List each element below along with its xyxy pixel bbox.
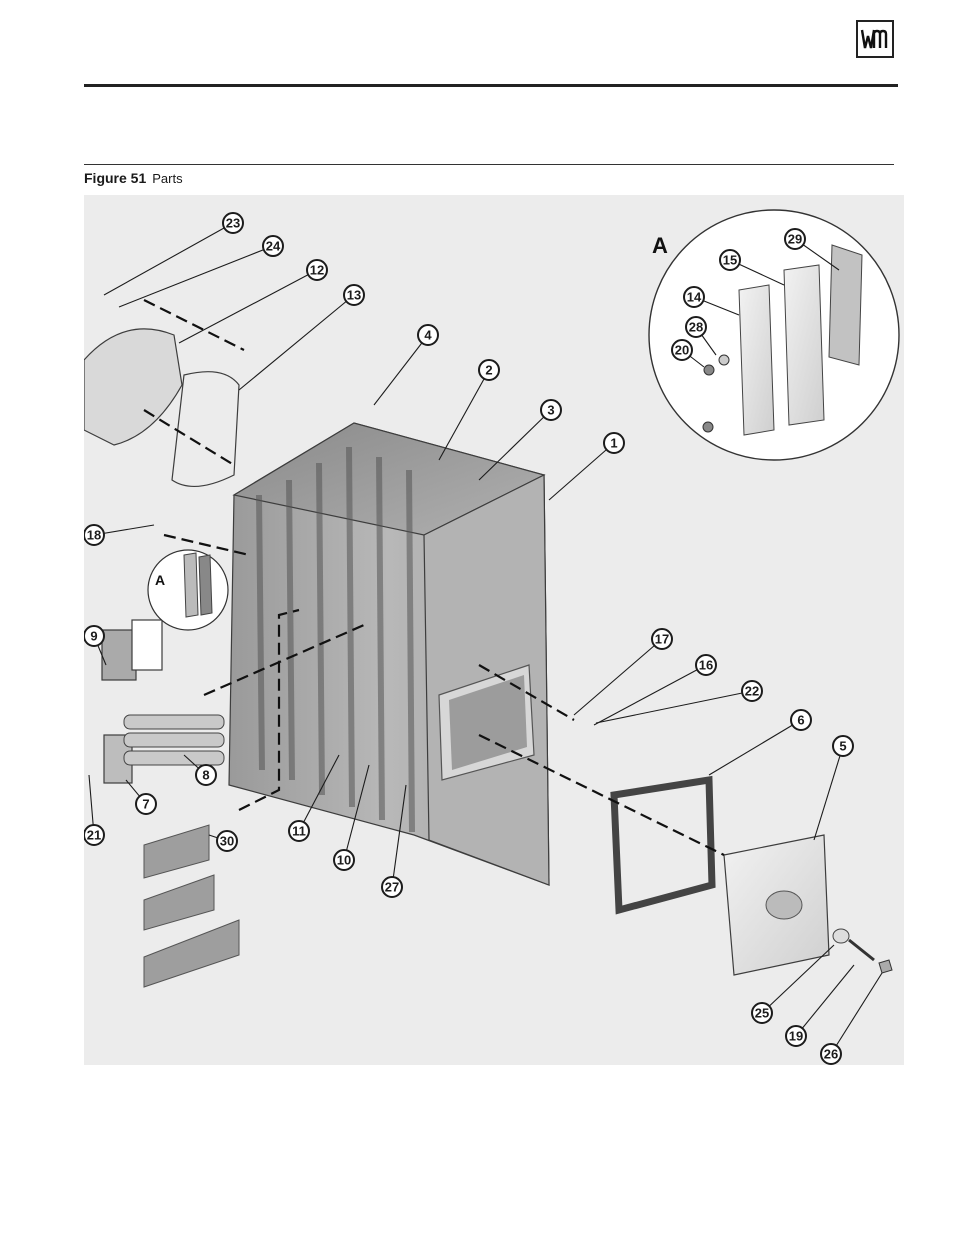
callout-29: 29 [785,229,805,249]
callout-20: 20 [672,340,692,360]
callout-22: 22 [742,681,762,701]
callout-28: 28 [686,317,706,337]
callout-number: 14 [687,290,702,305]
callout-number: 10 [337,853,351,868]
callout-24: 24 [263,236,283,256]
callout-26: 26 [821,1044,841,1064]
callout-21: 21 [84,825,104,845]
callout-number: 24 [266,239,281,254]
callout-number: 6 [797,713,804,728]
callout-number: 23 [226,216,240,231]
callout-number: 4 [424,328,432,343]
callout-leader [814,746,843,840]
callout-number: 21 [87,828,101,843]
callout-number: 12 [310,263,324,278]
exploded-view-drawing: A A 123456789101112131415161718192021222… [84,195,904,1065]
figure-rule [84,164,894,165]
callout-27: 27 [382,877,402,897]
callout-number: 2 [485,363,492,378]
callout-leader [239,295,354,390]
callout-leader [574,639,662,715]
callout-1: 1 [604,433,624,453]
callout-number: 29 [788,232,802,247]
logo-mark-icon [858,22,892,56]
callout-number: 20 [675,343,689,358]
callout-leader [104,223,233,295]
callout-18: 18 [84,525,104,545]
callout-12: 12 [307,260,327,280]
callout-number: 27 [385,880,399,895]
callout-number: 8 [202,768,209,783]
header-rule [84,84,898,87]
figure-title: Parts [152,171,182,186]
callout-leader [549,443,614,500]
callout-13: 13 [344,285,364,305]
callout-number: 9 [90,629,97,644]
callout-number: 26 [824,1047,838,1062]
callout-leader [709,720,801,775]
callout-leader [374,335,428,405]
callout-5: 5 [833,736,853,756]
heat-exchanger-body [229,423,549,885]
callout-14: 14 [684,287,704,307]
callout-6: 6 [791,710,811,730]
callout-2: 2 [479,360,499,380]
detail-a-small-label: A [155,572,165,588]
callout-leader [179,270,317,343]
detail-a-small: A [148,550,228,630]
callout-19: 19 [786,1026,806,1046]
detail-a-large: A [649,210,899,460]
callout-9: 9 [84,626,104,646]
callout-leader [594,665,706,725]
callout-number: 13 [347,288,361,303]
callout-leader [796,965,854,1036]
callout-23: 23 [223,213,243,233]
figure-number: Figure 51 [84,170,146,186]
callout-leader [439,370,489,460]
callout-number: 25 [755,1006,769,1021]
callout-leader [119,246,273,307]
callout-11: 11 [289,821,309,841]
callout-4: 4 [418,325,438,345]
flue-collector-parts [614,780,892,975]
callout-17: 17 [652,629,672,649]
callout-number: 7 [142,797,149,812]
callout-leader [831,973,882,1054]
detail-a-label: A [652,233,668,258]
callout-number: 17 [655,632,669,647]
callout-leader [596,691,752,723]
figure-caption: Figure 51 Parts [84,170,183,186]
callout-number: 5 [839,739,846,754]
callout-25: 25 [752,1003,772,1023]
callout-16: 16 [696,655,716,675]
callout-10: 10 [334,850,354,870]
callout-number: 19 [789,1029,803,1044]
callout-number: 28 [689,320,703,335]
callout-30: 30 [217,831,237,851]
callout-number: 15 [723,253,737,268]
callout-number: 1 [610,436,617,451]
front-panel-parts [84,329,239,783]
callout-3: 3 [541,400,561,420]
callout-8: 8 [196,765,216,785]
callout-number: 22 [745,684,759,699]
callout-number: 16 [699,658,713,673]
callout-number: 18 [87,528,101,543]
callout-number: 3 [547,403,554,418]
callout-number: 30 [220,834,234,849]
manufacturer-logo [856,20,894,58]
callout-number: 11 [292,824,306,839]
callout-15: 15 [720,250,740,270]
callout-7: 7 [136,794,156,814]
